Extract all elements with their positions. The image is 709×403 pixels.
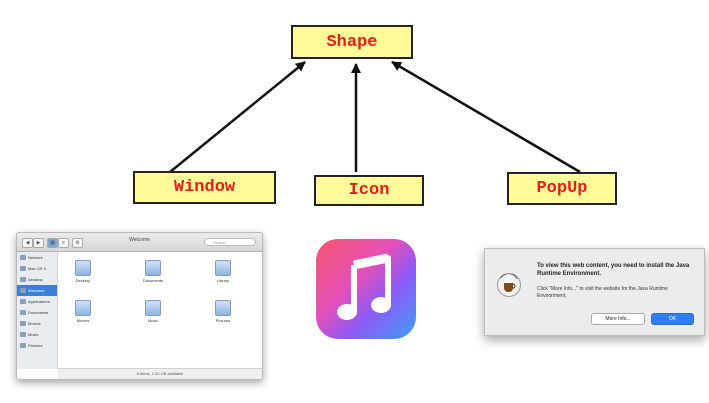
folder-icon [145,260,161,276]
folder-icon [145,300,161,316]
movies-icon [20,321,26,326]
sidebar-item-welcome[interactable]: Welcome [17,285,57,296]
pictures-icon [20,343,26,348]
music-icon [20,332,26,337]
action-gear-button[interactable]: ⚙ [72,238,83,248]
search-input[interactable]: Search [204,238,256,246]
node-popup: PopUp [507,172,617,205]
popup-dialog: To view this web content, you need to in… [484,248,705,336]
sidebar-item-applications[interactable]: Applications [17,296,57,307]
finder-title: Welcome [129,237,150,243]
forward-button[interactable]: ▶ [33,238,44,248]
folder-icon [215,260,231,276]
back-button[interactable]: ◀ [22,238,33,248]
file-item-movies[interactable]: Movies [68,300,98,323]
sidebar-item-desktop[interactable]: Desktop [17,274,57,285]
music-app-icon [316,239,416,339]
home-icon [20,288,26,293]
sidebar-item-movies[interactable]: Movies [17,318,57,329]
disk-icon [20,266,26,271]
sidebar-item-mac-os-x[interactable]: Mac OS X [17,263,57,274]
sidebar-item-network[interactable]: Network [17,252,57,263]
view-list-button[interactable]: ≡ [58,238,69,248]
finder-status-bar: 6 items, 1.52 GB available [58,368,262,379]
documents-icon [20,310,26,315]
sidebar-item-documents[interactable]: Documents [17,307,57,318]
applications-icon [20,299,26,304]
sidebar-item-music[interactable]: Music [17,329,57,340]
folder-icon [75,300,91,316]
finder-sidebar: Network Mac OS X Desktop Welcome Applica… [17,252,58,369]
music-note-icon [337,253,391,320]
file-item-documents[interactable]: Documents [138,260,168,283]
more-info-button[interactable]: More Info... [591,313,645,325]
edge-popup-to-shape [391,60,581,174]
java-logo-icon [497,273,521,297]
file-item-pictures[interactable]: Pictures [208,300,238,323]
dialog-message: To view this web content, you need to in… [537,263,690,277]
finder-window: ◀ ▶ ▦ ≡ ⚙ Welcome Search Network Mac OS … [16,232,263,380]
edge-window-to-shape [169,61,306,173]
folder-icon [75,260,91,276]
file-item-music[interactable]: Music [138,300,168,323]
node-shape: Shape [291,25,413,59]
sidebar-item-pictures[interactable]: Pictures [17,340,57,351]
view-icon-button[interactable]: ▦ [47,238,58,248]
folder-icon [215,300,231,316]
node-window: Window [133,171,276,204]
network-icon [20,255,26,260]
ok-button[interactable]: OK [651,313,694,325]
file-item-desktop[interactable]: Desktop [68,260,98,283]
dialog-detail: Click "More Info..." to visit the websit… [537,286,668,299]
finder-content: Desktop Documents Library Movies Music P… [58,252,262,369]
desktop-icon [20,277,26,282]
file-item-library[interactable]: Library [208,260,238,283]
finder-titlebar: ◀ ▶ ▦ ≡ ⚙ Welcome Search [17,233,262,252]
node-icon: Icon [314,175,424,206]
